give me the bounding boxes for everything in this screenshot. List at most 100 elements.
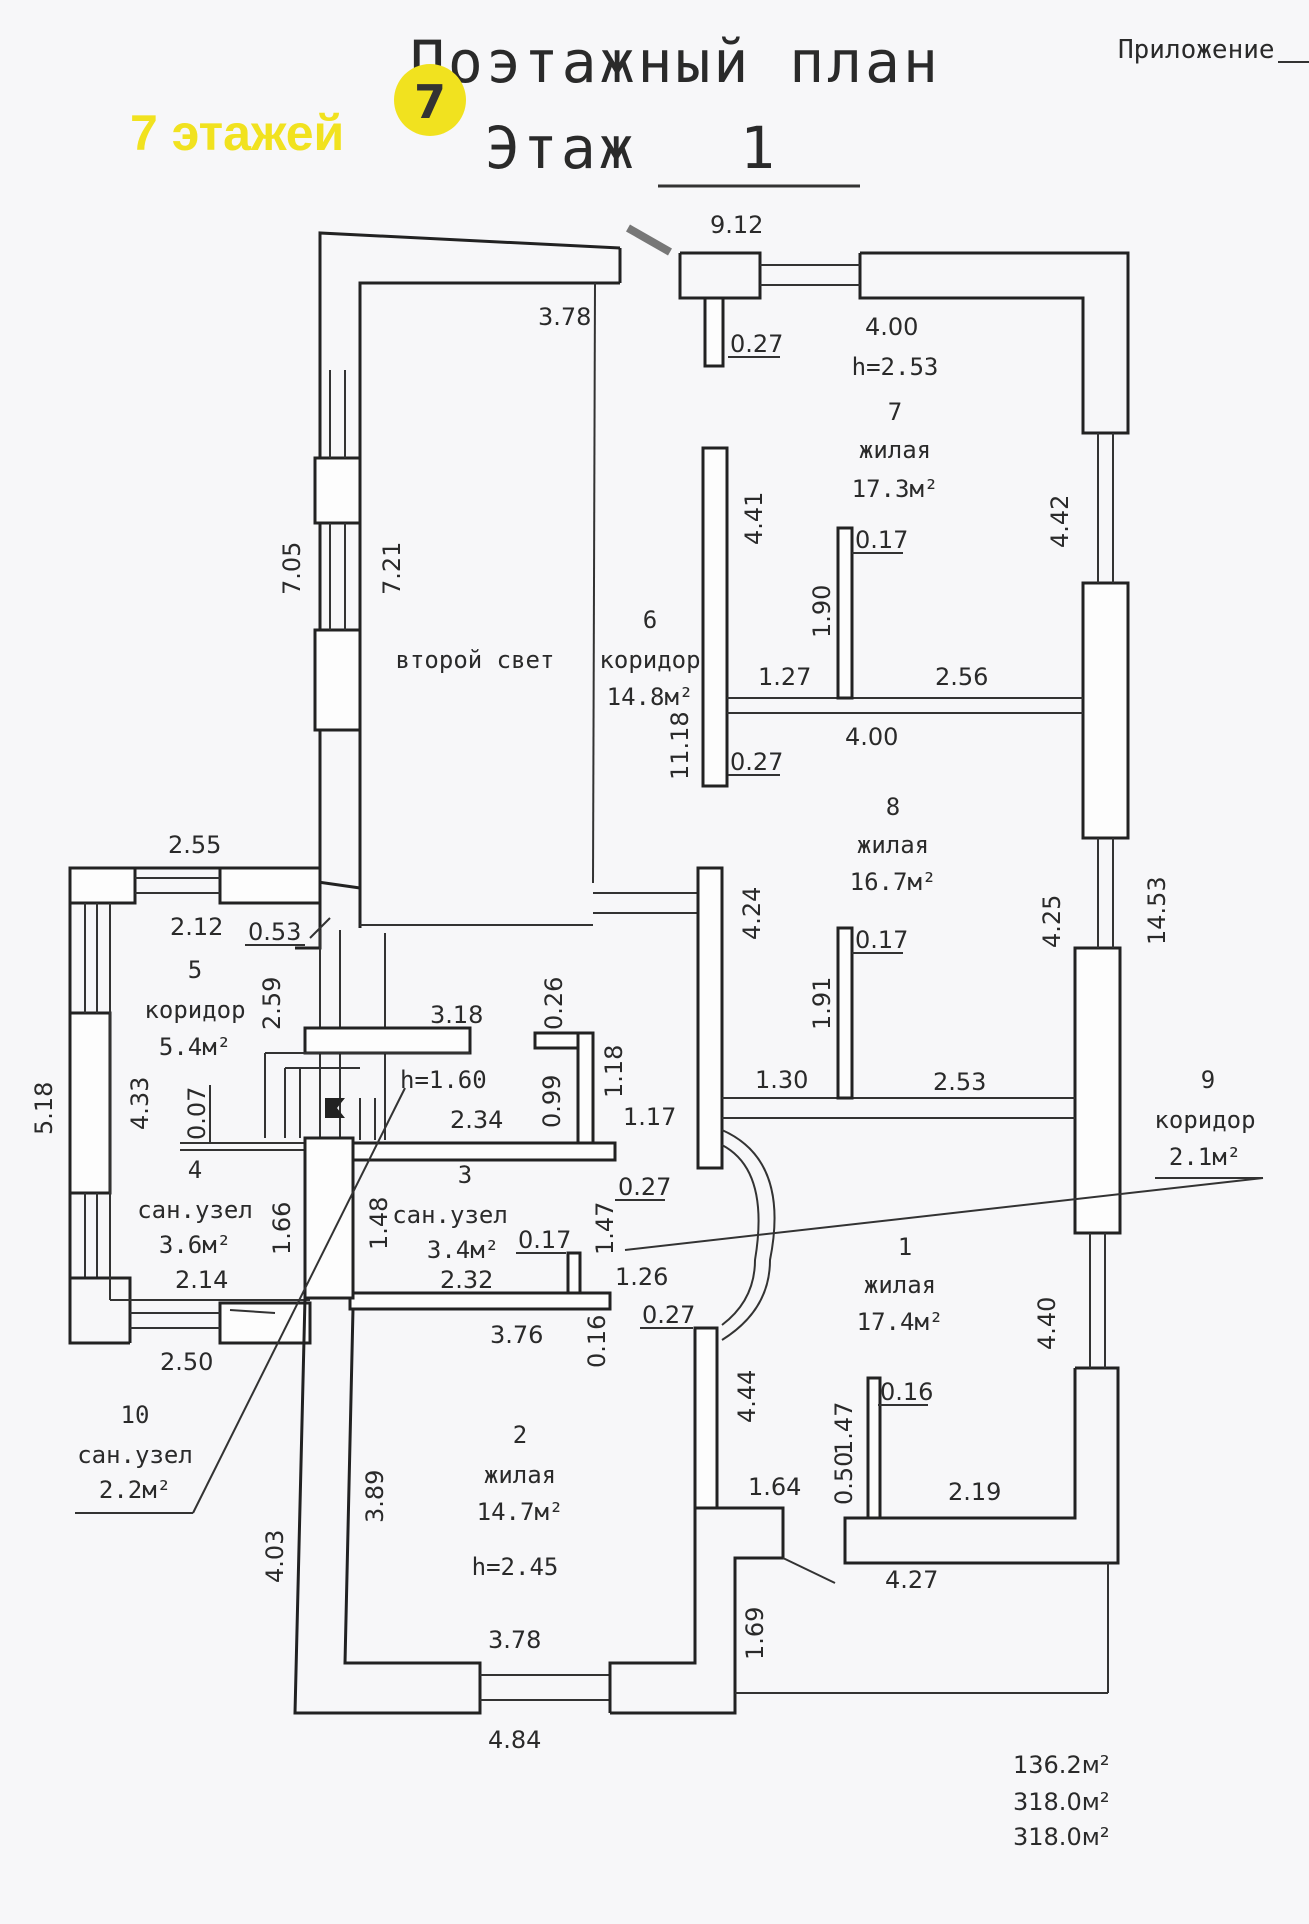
- room-6-area: 14.8м²: [607, 683, 694, 711]
- dim-top: 9.12: [710, 211, 763, 239]
- dim: 1.90: [808, 585, 836, 638]
- room-3-type: сан.узел: [392, 1201, 508, 1229]
- dimension-labels: 9.12 4.00 0.27 3.78 4.41 0.17 4.42 7.05 …: [30, 211, 1171, 1754]
- dim: 11.18: [666, 711, 694, 780]
- dim: 2.34: [450, 1106, 503, 1134]
- room-10-type: сан.узел: [77, 1441, 193, 1469]
- door-swing: [626, 224, 672, 256]
- dim: 4.41: [740, 492, 768, 545]
- room-3-height: h=1.60: [400, 1066, 487, 1094]
- room-7-number: 7: [888, 398, 902, 426]
- dim: 4.40: [1033, 1297, 1061, 1350]
- room-7-type: жилая: [859, 436, 931, 464]
- dim: 0.99: [538, 1075, 566, 1128]
- dim: 0.16: [583, 1315, 611, 1368]
- room-9-area: 2.1м²: [1169, 1143, 1241, 1171]
- room-6-number: 6: [643, 606, 657, 634]
- room-2-area: 14.7м²: [477, 1498, 564, 1526]
- plan-title: Поэтажный план: [410, 28, 941, 96]
- floor-number: 1: [740, 114, 778, 182]
- appendix-label: Приложение: [1118, 35, 1275, 65]
- dim: 3.18: [430, 1001, 483, 1029]
- watermark-logo-icon: 7: [394, 64, 466, 136]
- room-3-area: 3.4м²: [427, 1236, 499, 1264]
- room-8-type: жилая: [857, 831, 929, 859]
- dim: 2.56: [935, 663, 988, 691]
- dim: 1.64: [748, 1473, 801, 1501]
- dim: 4.00: [845, 723, 898, 751]
- dim: 0.17: [518, 1226, 571, 1254]
- dim: 4.25: [1038, 895, 1066, 948]
- room-4-number: 4: [188, 1156, 202, 1184]
- dim: 1.17: [623, 1103, 676, 1131]
- room-10-number: 10: [121, 1401, 150, 1429]
- dim: 0.27: [730, 330, 783, 358]
- dim: 4.24: [738, 887, 766, 940]
- dim: 4.03: [261, 1530, 289, 1583]
- dim: 1.18: [600, 1045, 628, 1098]
- room-8-area: 16.7м²: [850, 868, 937, 896]
- total-area-3: 318.0м²: [1013, 1823, 1109, 1851]
- total-area-2: 318.0м²: [1013, 1788, 1109, 1816]
- dim: 1.48: [365, 1197, 393, 1250]
- room-6-type: коридор: [599, 646, 700, 674]
- dim: 1.69: [741, 1607, 769, 1660]
- room-labels: 7 жилая 17.3м² h=2.53 6 коридор 14.8м² в…: [77, 353, 1255, 1581]
- dim: 0.17: [855, 926, 908, 954]
- walls: [68, 224, 1264, 1715]
- room-4-area: 3.6м²: [159, 1231, 231, 1259]
- dim: 4.44: [733, 1370, 761, 1423]
- dim: 4.84: [488, 1726, 541, 1754]
- dim: 1.91: [808, 977, 836, 1030]
- dim: 5.18: [30, 1082, 58, 1135]
- room-5-type: коридор: [144, 996, 245, 1024]
- room-2-type: жилая: [484, 1461, 556, 1489]
- dim: 1.47: [830, 1402, 858, 1455]
- dim: 7.21: [378, 542, 406, 595]
- room-9-number: 9: [1201, 1066, 1215, 1094]
- dim: 0.53: [248, 918, 301, 946]
- dim: 0.26: [540, 977, 568, 1030]
- dim: 2.59: [258, 977, 286, 1030]
- dim: 1.26: [615, 1263, 668, 1291]
- area-totals: 136.2м² 318.0м² 318.0м²: [1013, 1751, 1109, 1851]
- dim: 1.30: [755, 1066, 808, 1094]
- dim: 1.66: [268, 1202, 296, 1255]
- dim: 3.76: [490, 1321, 543, 1349]
- room-2-height: h=2.45: [472, 1553, 559, 1581]
- dim: 4.33: [126, 1077, 154, 1130]
- dim-room7-width: 4.00: [865, 313, 918, 341]
- dim: 7.05: [278, 542, 306, 595]
- dim: 0.07: [183, 1087, 211, 1140]
- room-1-type: жилая: [864, 1271, 936, 1299]
- dim: 3.78: [488, 1626, 541, 1654]
- dim: 0.27: [618, 1173, 671, 1201]
- room-8-number: 8: [886, 793, 900, 821]
- dim: 2.50: [160, 1348, 213, 1376]
- room-10-area: 2.2м²: [99, 1476, 171, 1504]
- dim: 2.12: [170, 913, 223, 941]
- dim: 3.78: [538, 303, 591, 331]
- dim: 0.16: [880, 1378, 933, 1406]
- room-1-area: 17.4м²: [857, 1308, 944, 1336]
- room-3-number: 3: [458, 1161, 472, 1189]
- total-area-1: 136.2м²: [1013, 1751, 1109, 1779]
- dim: 0.27: [642, 1301, 695, 1329]
- room-7-height: h=2.53: [852, 353, 939, 381]
- svg-text:7: 7: [414, 75, 446, 129]
- room-5-area: 5.4м²: [159, 1033, 231, 1061]
- dim: 3.89: [361, 1470, 389, 1523]
- watermark-text: 7 этажей: [130, 105, 344, 161]
- dim: 4.42: [1046, 495, 1074, 548]
- room-2-number: 2: [513, 1421, 527, 1449]
- second-light-label: второй свет: [396, 646, 555, 674]
- dim: 2.19: [948, 1478, 1001, 1506]
- dim: 1.47: [591, 1202, 619, 1255]
- dim: 2.32: [440, 1266, 493, 1294]
- room-7-area: 17.3м²: [852, 475, 939, 503]
- dim: 1.27: [758, 663, 811, 691]
- dim: 0.17: [855, 526, 908, 554]
- floor-label: Этаж: [485, 114, 637, 182]
